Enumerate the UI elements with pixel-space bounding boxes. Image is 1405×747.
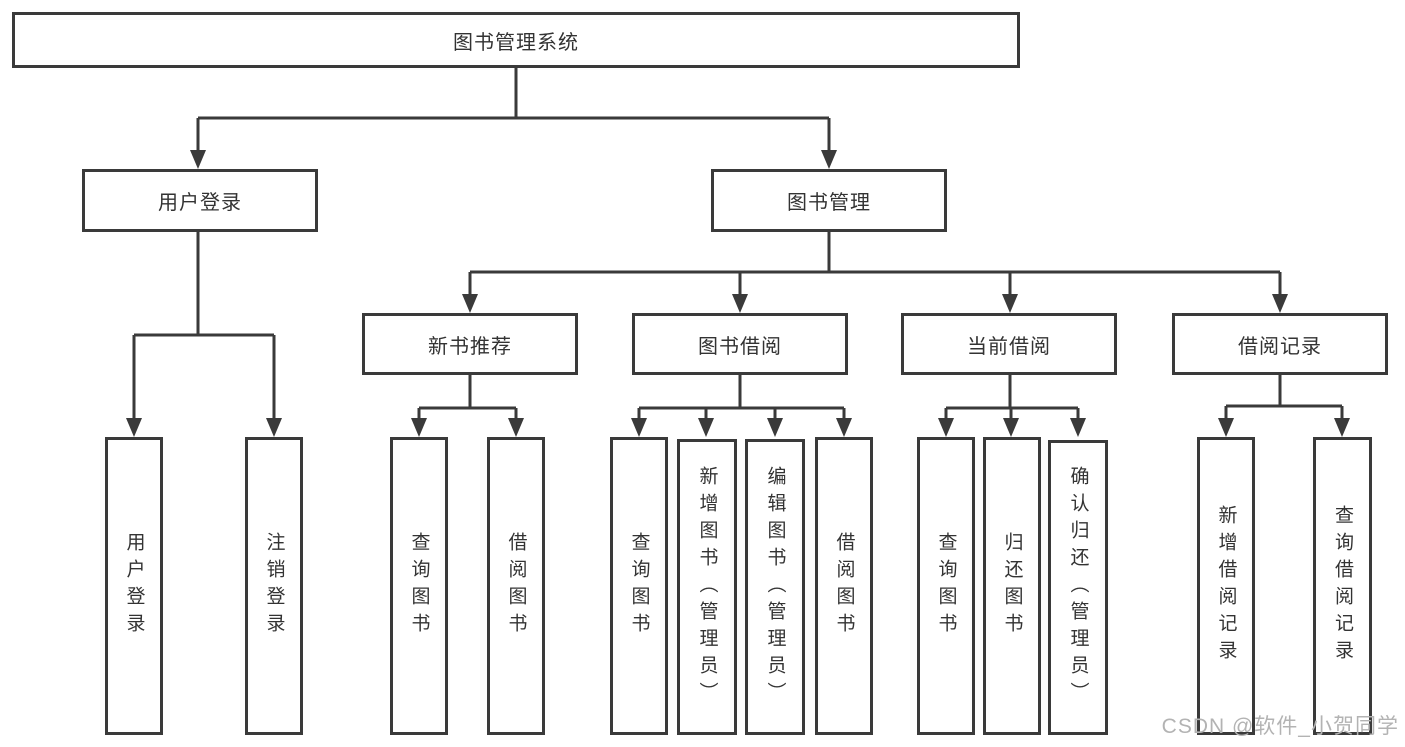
leaf-confirm-return-admin-label: 确认归还（管理员） <box>1067 466 1089 709</box>
leaf-query-books-recommend-label: 查询图书 <box>408 532 430 640</box>
leaf-query-books-current: 查询图书 <box>917 437 975 735</box>
leaf-query-borrow-record: 查询借阅记录 <box>1313 437 1372 735</box>
leaf-user-login: 用户登录 <box>105 437 163 735</box>
leaf-return-book-label: 归还图书 <box>1001 532 1023 640</box>
leaf-return-book: 归还图书 <box>983 437 1041 735</box>
leaf-borrow-books: 借阅图书 <box>815 437 873 735</box>
leaf-query-books-borrow: 查询图书 <box>610 437 668 735</box>
leaf-logout-label: 注销登录 <box>263 532 285 640</box>
node-new-book-recommend: 新书推荐 <box>362 313 578 375</box>
node-system: 图书管理系统 <box>12 12 1020 68</box>
node-current-borrow: 当前借阅 <box>901 313 1117 375</box>
leaf-add-book-admin-label: 新增图书（管理员） <box>696 465 718 709</box>
leaf-confirm-return-admin: 确认归还（管理员） <box>1048 440 1108 735</box>
leaf-query-borrow-record-label: 查询借阅记录 <box>1332 505 1353 667</box>
leaf-edit-book-admin-label: 编辑图书（管理员） <box>764 465 786 709</box>
leaf-logout: 注销登录 <box>245 437 303 735</box>
leaf-add-borrow-record: 新增借阅记录 <box>1197 437 1255 735</box>
watermark: CSDN @软件_小贺同学 <box>1161 715 1399 738</box>
leaf-query-books-recommend: 查询图书 <box>390 437 448 735</box>
node-book-borrow: 图书借阅 <box>632 313 848 375</box>
arrowheads <box>126 150 1350 437</box>
leaf-add-borrow-record-label: 新增借阅记录 <box>1215 505 1237 667</box>
leaf-borrow-books-recommend: 借阅图书 <box>487 437 545 735</box>
node-book-management: 图书管理 <box>711 169 947 232</box>
node-borrow-records: 借阅记录 <box>1172 313 1388 375</box>
leaf-user-login-label: 用户登录 <box>123 532 145 640</box>
leaf-edit-book-admin: 编辑图书（管理员） <box>745 439 805 735</box>
leaf-borrow-books-recommend-label: 借阅图书 <box>505 532 527 640</box>
leaf-borrow-books-label: 借阅图书 <box>833 532 855 640</box>
leaf-add-book-admin: 新增图书（管理员） <box>677 439 737 735</box>
leaf-query-books-borrow-label: 查询图书 <box>628 532 650 640</box>
node-user-login: 用户登录 <box>82 169 318 232</box>
leaf-query-books-current-label: 查询图书 <box>935 532 957 640</box>
